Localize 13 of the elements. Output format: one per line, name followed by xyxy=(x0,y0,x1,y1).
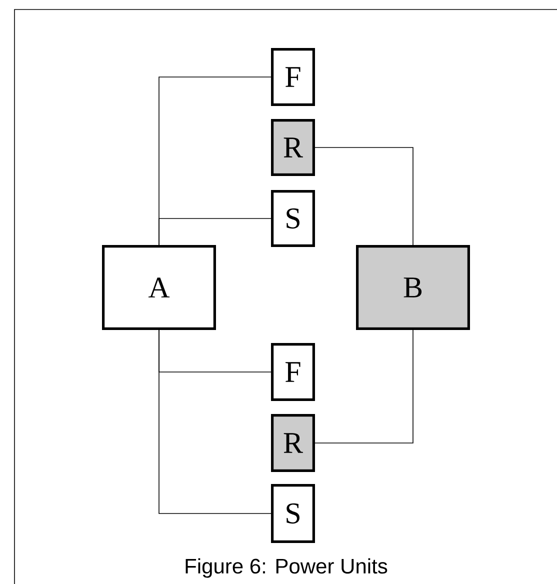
unit-box: F xyxy=(271,343,315,401)
connector-line xyxy=(158,330,272,514)
unit-box: A xyxy=(102,245,216,330)
connector-line xyxy=(158,218,272,246)
unit-box: R xyxy=(271,414,315,472)
unit-box: S xyxy=(271,190,315,247)
unit-box: B xyxy=(356,245,470,330)
connector-line xyxy=(314,147,414,246)
unit-box: R xyxy=(271,119,315,176)
unit-box: F xyxy=(271,48,315,106)
unit-box: S xyxy=(271,484,315,543)
connector-line xyxy=(314,330,414,444)
figure-caption: Figure 6: Power Units xyxy=(186,558,388,578)
